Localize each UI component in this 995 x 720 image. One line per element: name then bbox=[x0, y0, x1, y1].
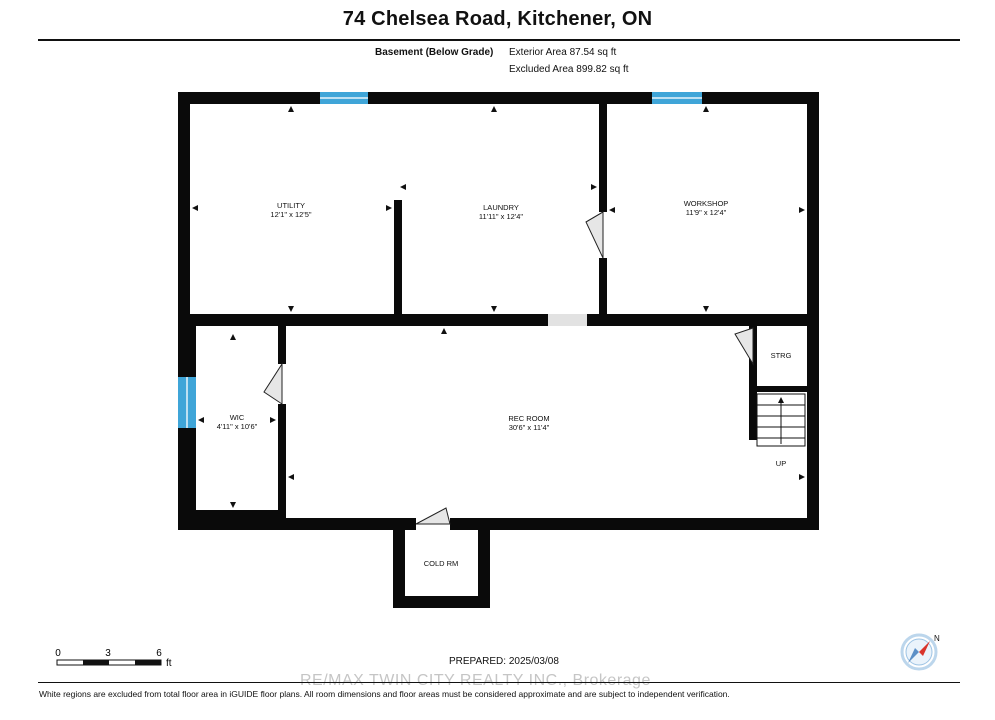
wall-strg-left-lower bbox=[749, 364, 757, 440]
disclaimer-text: White regions are excluded from total fl… bbox=[39, 689, 730, 699]
header-divider bbox=[38, 39, 960, 41]
room-name-utility: UTILITY bbox=[277, 201, 305, 210]
level-name: Basement (Below Grade) bbox=[375, 47, 494, 58]
compass-north-label: N bbox=[934, 634, 940, 643]
wall-left-mid bbox=[178, 320, 196, 377]
wall-bottom-left bbox=[178, 518, 416, 530]
room-name-rec-room: REC ROOM bbox=[508, 414, 549, 423]
room-dims-rec-room: 30'6" x 11'4" bbox=[509, 423, 550, 432]
wall-right bbox=[807, 92, 819, 530]
doors bbox=[263, 211, 754, 525]
openings bbox=[548, 314, 587, 326]
opening-laundry-rec bbox=[548, 314, 587, 326]
wall-coldrm-right bbox=[478, 526, 490, 608]
door-strg bbox=[734, 327, 754, 366]
wall-mid-horizontal-right bbox=[587, 314, 819, 326]
wall-wic-right-upper bbox=[278, 320, 286, 364]
door-coldrm bbox=[415, 507, 451, 525]
room-dims-laundry: 11'11" x 12'4" bbox=[479, 212, 524, 221]
room-name-workshop: WORKSHOP bbox=[684, 199, 729, 208]
scale-label-6: 6 bbox=[156, 648, 162, 659]
wall-wic-bottom bbox=[190, 510, 282, 518]
room-name-cold-rm: COLD RM bbox=[424, 559, 459, 568]
brokerage-watermark: RE/MAX TWIN CITY REALTY INC., Brokerage bbox=[300, 672, 651, 689]
wall-bottom-right bbox=[450, 518, 819, 530]
room-dims-workshop: 11'9" x 12'4" bbox=[686, 208, 727, 217]
room-name-strg: STRG bbox=[771, 351, 792, 360]
wall-laundry-workshop bbox=[599, 92, 607, 212]
room-name-laundry: LAUNDRY bbox=[483, 203, 519, 212]
room-dims-utility: 12'1" x 12'5" bbox=[270, 210, 311, 219]
stairs bbox=[756, 393, 806, 447]
wall-coldrm-bottom bbox=[393, 596, 490, 608]
wall-left-upper bbox=[178, 92, 190, 377]
room-dims-wic: 4'11" x 10'6" bbox=[217, 422, 258, 431]
door-wic bbox=[263, 362, 283, 405]
wall-top bbox=[178, 92, 819, 104]
plan-title: 74 Chelsea Road, Kitchener, ON bbox=[342, 8, 653, 30]
scale-label-0: 0 bbox=[55, 648, 61, 659]
room-name-wic: WIC bbox=[230, 413, 245, 422]
excluded-area: Excluded Area 899.82 sq ft bbox=[509, 64, 629, 75]
walls bbox=[178, 92, 819, 608]
scale-label-3: 3 bbox=[105, 648, 111, 659]
stairs-up-label: UP bbox=[776, 459, 786, 468]
prepared-date: PREPARED: 2025/03/08 bbox=[449, 656, 559, 667]
wall-strg-bottom bbox=[749, 386, 809, 392]
wall-laundry-workshop-lower bbox=[599, 258, 607, 322]
wall-wic-right-lower bbox=[278, 404, 286, 524]
footer-divider bbox=[38, 682, 960, 683]
windows bbox=[178, 92, 702, 428]
dimension-arrows bbox=[192, 106, 805, 508]
wall-mid-horizontal-left bbox=[178, 314, 548, 326]
exterior-area: Exterior Area 87.54 sq ft bbox=[509, 47, 617, 58]
wall-coldrm-left bbox=[393, 526, 405, 608]
wall-left-lower bbox=[178, 428, 196, 530]
door-laundry-workshop bbox=[585, 211, 604, 259]
compass-icon: N bbox=[900, 633, 940, 671]
wall-utility-stub bbox=[394, 200, 402, 320]
scale-unit: ft bbox=[166, 658, 172, 669]
scale-bar: 0 3 6 ft bbox=[55, 648, 172, 669]
